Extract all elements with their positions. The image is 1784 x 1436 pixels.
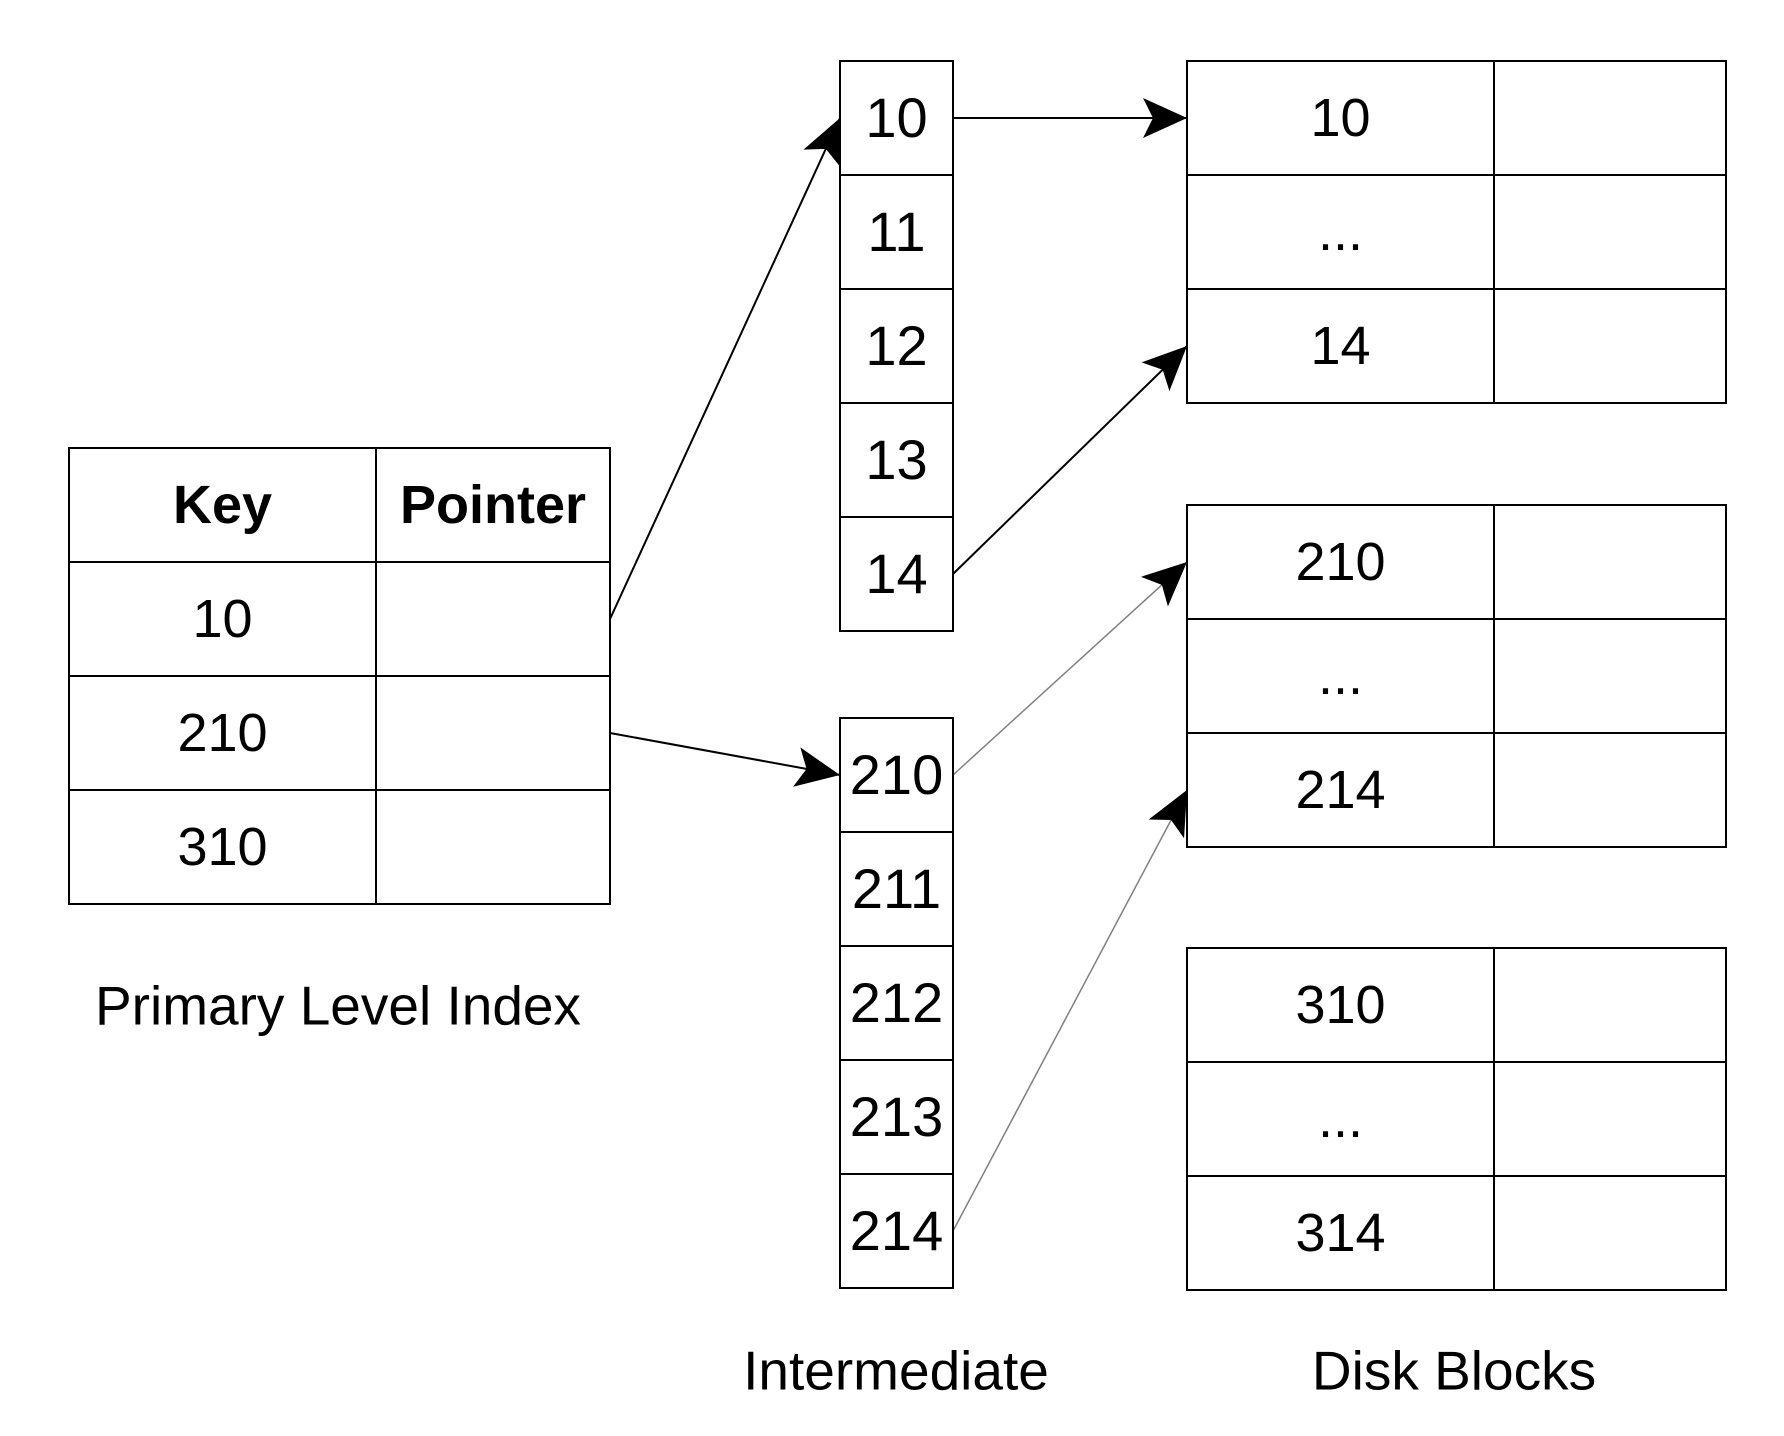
intermediate-label: Intermediate <box>743 1339 1049 1402</box>
header-pointer: Pointer <box>375 447 611 563</box>
disk-key-cell: ... <box>1186 1061 1495 1177</box>
arrowhead-icon <box>803 118 840 167</box>
arrowhead-icon <box>1141 346 1187 392</box>
disk-key-cell: 314 <box>1186 1175 1495 1291</box>
intermediate-key-cell: 210 <box>839 717 954 833</box>
table-row: 310 <box>1186 947 1727 1063</box>
disk-value-cell <box>1493 947 1727 1063</box>
arrowhead-icon <box>1143 98 1187 138</box>
table-row: 310 <box>68 789 611 905</box>
disk-key-cell: ... <box>1186 174 1495 290</box>
intermediate-key-cell: 13 <box>839 402 954 518</box>
intermediate-key-cell: 10 <box>839 60 954 176</box>
disk-key-cell: 210 <box>1186 504 1495 620</box>
primary-header-row: Key Pointer <box>68 447 611 563</box>
disk-key-cell: 310 <box>1186 947 1495 1063</box>
primary-pointer-cell <box>375 789 611 905</box>
intermediate-key-cell: 212 <box>839 945 954 1061</box>
table-row: 10 <box>68 561 611 677</box>
disk-value-cell <box>1493 1175 1727 1291</box>
disk-value-cell <box>1493 504 1727 620</box>
intermediate-key-cell: 14 <box>839 516 954 632</box>
table-row: ... <box>1186 174 1727 290</box>
disk-key-cell: 214 <box>1186 732 1495 848</box>
arrowhead-icon <box>793 747 840 787</box>
primary-key-cell: 210 <box>68 675 377 791</box>
connector-line <box>952 561 1188 776</box>
table-row: 14 <box>1186 288 1727 404</box>
disk-value-cell <box>1493 1061 1727 1177</box>
intermediate-key-cell: 213 <box>839 1059 954 1175</box>
table-row: 10 <box>1186 60 1727 176</box>
table-row: ... <box>1186 618 1727 734</box>
primary-pointer-cell <box>375 561 611 677</box>
disk-key-cell: 10 <box>1186 60 1495 176</box>
table-row: 214 <box>1186 732 1727 848</box>
intermediate-key-cell: 211 <box>839 831 954 947</box>
disk-value-cell <box>1493 618 1727 734</box>
intermediate-key-cell: 11 <box>839 174 954 290</box>
header-key: Key <box>68 447 377 563</box>
primary-index-table: Key Pointer 10 210 310 <box>68 447 611 905</box>
disk-block-2: 210 ... 214 <box>1186 504 1727 848</box>
arrowhead-icon <box>1148 790 1187 839</box>
table-row: 210 <box>68 675 611 791</box>
intermediate-block-1: 10 11 12 13 14 <box>839 60 954 632</box>
intermediate-block-2: 210 211 212 213 214 <box>839 717 954 1289</box>
arrowhead-icon <box>1140 562 1187 607</box>
disk-value-cell <box>1493 732 1727 848</box>
disk-key-cell: 14 <box>1186 288 1495 404</box>
primary-index-label: Primary Level Index <box>94 974 582 1037</box>
disk-value-cell <box>1493 288 1727 404</box>
primary-key-cell: 10 <box>68 561 377 677</box>
disk-value-cell <box>1493 174 1727 290</box>
primary-pointer-cell <box>375 675 611 791</box>
connector-line <box>609 732 841 776</box>
connector-line <box>609 117 841 620</box>
connector-line <box>952 345 1188 575</box>
table-row: 210 <box>1186 504 1727 620</box>
table-row: ... <box>1186 1061 1727 1177</box>
primary-key-cell: 310 <box>68 789 377 905</box>
disk-value-cell <box>1493 60 1727 176</box>
table-row: 314 <box>1186 1175 1727 1291</box>
disk-key-cell: ... <box>1186 618 1495 734</box>
connector-line <box>952 789 1188 1232</box>
disk-block-1: 10 ... 14 <box>1186 60 1727 404</box>
intermediate-key-cell: 12 <box>839 288 954 404</box>
disk-blocks-label: Disk Blocks <box>1311 1339 1597 1402</box>
disk-block-3: 310 ... 314 <box>1186 947 1727 1291</box>
intermediate-key-cell: 214 <box>839 1173 954 1289</box>
